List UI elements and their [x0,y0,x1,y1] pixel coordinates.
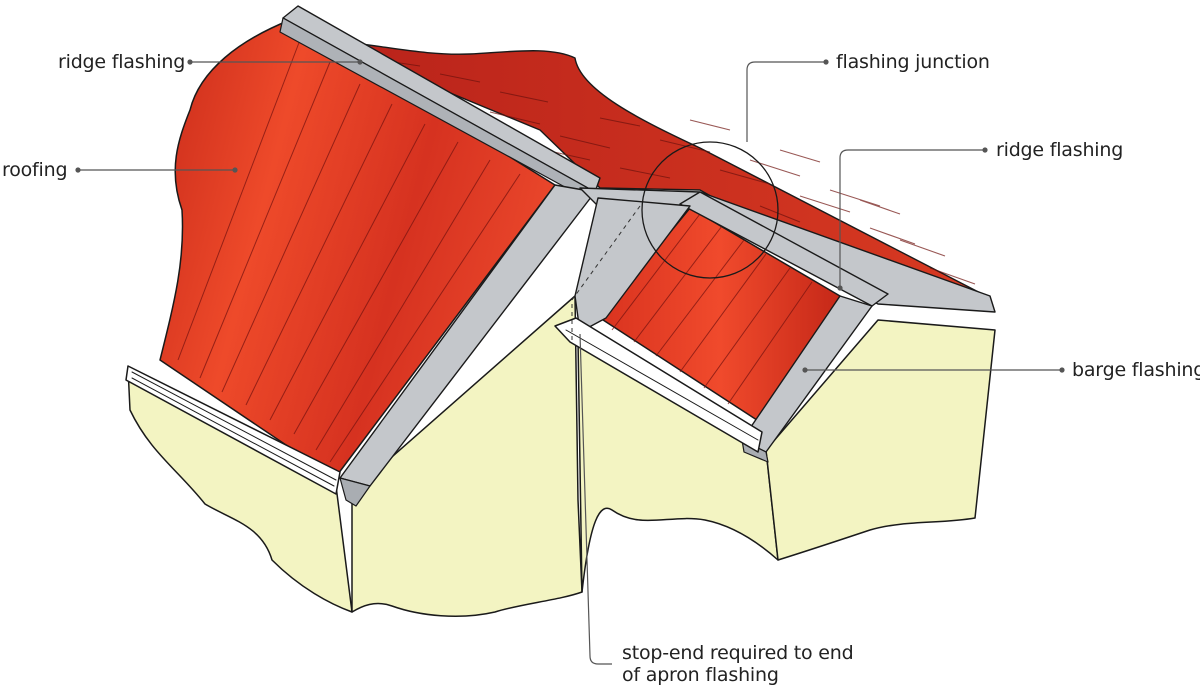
left-gable-wall [351,295,583,618]
leader-lines [75,59,1065,665]
ridge-flashing-label-left: ridge flashing [58,51,186,73]
roof-corrugations [177,39,521,463]
walls [127,295,996,618]
dormer-side-wall [765,319,996,561]
dormer-roof [554,187,996,463]
stop-end-label-line1: stop-end required to end [622,642,854,664]
roofing-label: roofing [2,159,68,181]
left-wall [127,367,353,613]
dormer-corrugations [611,213,813,405]
stop-end-label-line2: of apron flashing [622,664,779,686]
barge-flashing-label: barge flashing [1072,359,1200,381]
left-gutter [125,365,341,495]
dormer-front-wall [577,339,779,593]
flashing-junction-circle [641,141,779,279]
ridge-flashing-label-right: ridge flashing [996,139,1124,161]
flashing-junction-label: flashing junction [836,51,990,73]
dormer-gutter [554,317,763,453]
dormer-ridge-flashing [679,191,889,307]
